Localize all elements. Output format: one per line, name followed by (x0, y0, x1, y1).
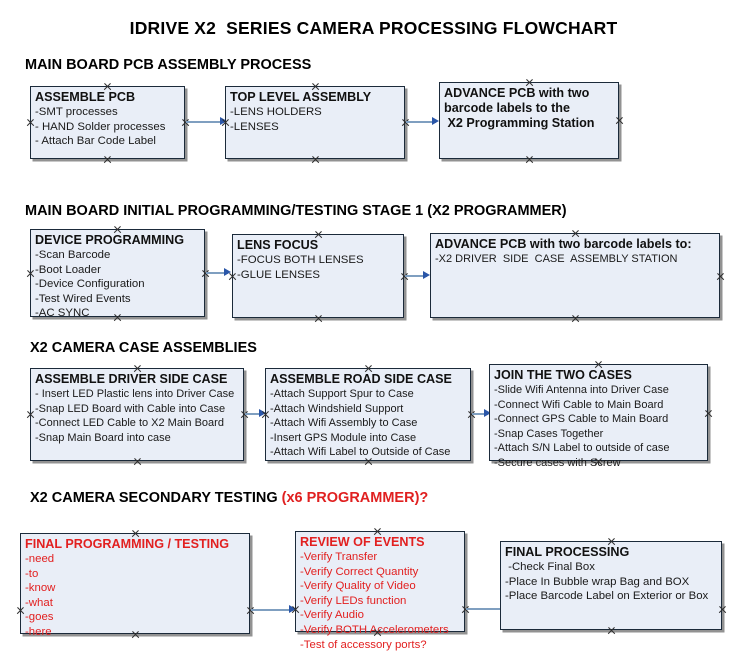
node-title: ASSEMBLE DRIVER SIDE CASE (35, 372, 228, 386)
node-line: -LENS HOLDERS (230, 106, 322, 118)
connector-top-level-assembly-to-advance-pcb (406, 121, 436, 123)
node-line: -what (25, 596, 53, 609)
section-title-text: X2 CAMERA CASE ASSEMBLIES (30, 340, 257, 356)
node-line: -Verify BOTH Accelerometers (300, 623, 449, 636)
connector-final-programming-to-review-of-events (251, 609, 293, 611)
node-line: -Verify LEDs function (300, 594, 407, 607)
connector-road-side-to-join-cases (472, 413, 488, 415)
node-advance-pcb-programming-station[interactable]: ADVANCE PCB with two barcode labels to t… (439, 82, 619, 159)
node-title: LENS FOCUS (237, 238, 319, 252)
node-line: -Snap Main Board into case (35, 431, 171, 444)
node-line: -Attach S/N Label to outside of case (494, 442, 670, 455)
node-assemble-road-side-case[interactable]: ASSEMBLE ROAD SIDE CASE -Attach Support … (265, 368, 471, 461)
node-line: -LENSES (230, 120, 279, 133)
node-advance-pcb-driver-side-case[interactable]: ADVANCE PCB with two barcode labels to: … (430, 233, 720, 318)
node-line: -Device Configuration (35, 278, 145, 291)
arrow-head-icon (259, 409, 266, 417)
section-title-text: X2 CAMERA SECONDARY TESTING (30, 490, 282, 506)
node-device-programming[interactable]: DEVICE PROGRAMMING -Scan Barcode -Boot L… (30, 229, 205, 319)
node-title: FINAL PROCESSING (505, 545, 630, 559)
node-line: -Place In Bubble wrap Bag and BOX (505, 575, 690, 588)
node-line: -need (25, 553, 55, 565)
node-lens-focus[interactable]: LENS FOCUS -FOCUS BOTH LENSES -GLUE LENS… (232, 234, 404, 318)
node-line: -Secure cases with Screw (494, 456, 621, 469)
section-title-accent: (x6 PROGRAMMER)? (281, 490, 429, 506)
node-line: -Test Wired Events (35, 292, 131, 305)
node-title: ADVANCE PCB with two (444, 86, 590, 100)
node-title: FINAL PROGRAMMING / TESTING (25, 537, 230, 551)
arrow-head-icon (289, 605, 296, 613)
node-line: X2 Programming Station (444, 116, 595, 130)
arrow-head-icon (484, 409, 491, 417)
connector-device-programming-to-lens-focus (206, 272, 228, 274)
node-line: -Place Barcode Label on Exterior or Box (505, 590, 709, 603)
node-top-level-assembly[interactable]: TOP LEVEL ASSEMBLY -LENS HOLDERS -LENSES (225, 86, 405, 159)
node-line: -to (25, 567, 39, 580)
page-title: IDRIVE X2 SERIES CAMERA PROCESSING FLOWC… (129, 18, 618, 38)
node-line: -Attach Wifi Assembly to Case (270, 417, 418, 430)
node-line: barcode labels to the (444, 101, 570, 115)
node-line: -SMT processes (35, 106, 118, 118)
node-assemble-driver-side-case[interactable]: ASSEMBLE DRIVER SIDE CASE - Insert LED P… (30, 368, 244, 461)
node-title: ASSEMBLE ROAD SIDE CASE (270, 372, 452, 386)
node-line: -AC SYNC (35, 307, 90, 320)
connector-driver-side-to-road-side (245, 413, 263, 415)
node-line: -Connect LED Cable to X2 Main Board (35, 417, 224, 430)
node-join-the-two-cases[interactable]: JOIN THE TWO CASES -Slide Wifi Antenna i… (489, 364, 708, 469)
section-title-text: MAIN BOARD INITIAL PROGRAMMING/TESTING S… (25, 203, 567, 219)
node-title: DEVICE PROGRAMMING (35, 233, 185, 247)
node-line: -Verify Audio (300, 609, 364, 622)
node-line: - Insert LED Plastic lens into Driver Ca… (35, 388, 235, 400)
section-title-main-board-pcb-assembly-process: MAIN BOARD PCB ASSEMBLY PROCESS (25, 57, 311, 73)
section-title-x2-camera-case-assemblies: X2 CAMERA CASE ASSEMBLIES (30, 340, 257, 356)
arrow-head-icon (220, 117, 227, 125)
node-line: -know (25, 582, 56, 595)
node-title: TOP LEVEL ASSEMBLY (230, 90, 372, 104)
node-line: -Attach Support Spur to Case (270, 388, 414, 400)
node-line: -Attach Windshield Support (270, 402, 404, 415)
section-title-x2-camera-secondary-testing: X2 CAMERA SECONDARY TESTING (x6 PROGRAMM… (30, 490, 428, 506)
node-line: -Verify Quality of Video (300, 580, 416, 593)
node-line: -X2 DRIVER SIDE CASE ASSEMBLY STATION (435, 253, 678, 265)
node-line: -Scan Barcode (35, 249, 111, 261)
node-line: -Snap Cases Together (494, 427, 604, 440)
node-line: -here (25, 625, 52, 638)
node-line-overflow: -Test of accessory ports? (300, 638, 427, 651)
arrow-head-icon (224, 268, 231, 276)
node-line: -Boot Loader (35, 263, 101, 276)
node-final-programming-testing[interactable]: FINAL PROGRAMMING / TESTING -need -to -k… (20, 533, 250, 638)
node-line: -Check Final Box (505, 561, 595, 573)
node-final-processing[interactable]: FINAL PROCESSING -Check Final Box -Place… (500, 541, 722, 630)
node-line: -Attach Wifi Label to Outside of Case (270, 446, 451, 459)
node-line: -Insert GPS Module into Case (270, 431, 417, 444)
connector-lens-focus-to-advance-pcb-driver-side (405, 275, 427, 277)
section-title-main-board-initial-programming: MAIN BOARD INITIAL PROGRAMMING/TESTING S… (25, 203, 567, 219)
node-line: -goes (25, 611, 54, 624)
node-line: - HAND Solder processes (35, 120, 166, 133)
node-title: JOIN THE TWO CASES (494, 368, 632, 382)
node-line: -Verify Transfer (300, 551, 378, 563)
node-line: -Snap LED Board with Cable into Case (35, 402, 226, 415)
node-line: -Connect Wifi Cable to Main Board (494, 398, 664, 411)
connector-assemble-pcb-to-top-level-assembly (186, 121, 224, 123)
arrow-head-icon (423, 271, 430, 279)
node-line: -Verify Correct Quantity (300, 565, 419, 578)
connector-review-of-events-to-final-processing (466, 608, 504, 610)
node-line: -Slide Wifi Antenna into Driver Case (494, 384, 669, 396)
node-title: ADVANCE PCB with two barcode labels to: (435, 237, 692, 251)
node-line: -Connect GPS Cable to Main Board (494, 413, 669, 426)
node-line: -FOCUS BOTH LENSES (237, 254, 364, 266)
node-line: -GLUE LENSES (237, 268, 320, 281)
node-title: ASSEMBLE PCB (35, 90, 136, 104)
node-line: - Attach Bar Code Label (35, 135, 156, 148)
node-title: REVIEW OF EVENTS (300, 535, 425, 549)
node-assemble-pcb[interactable]: ASSEMBLE PCB -SMT processes - HAND Solde… (30, 86, 185, 159)
section-title-text: MAIN BOARD PCB ASSEMBLY PROCESS (25, 57, 312, 73)
arrow-head-icon (432, 117, 439, 125)
node-review-of-events[interactable]: REVIEW OF EVENTS -Verify Transfer -Verif… (295, 531, 465, 651)
